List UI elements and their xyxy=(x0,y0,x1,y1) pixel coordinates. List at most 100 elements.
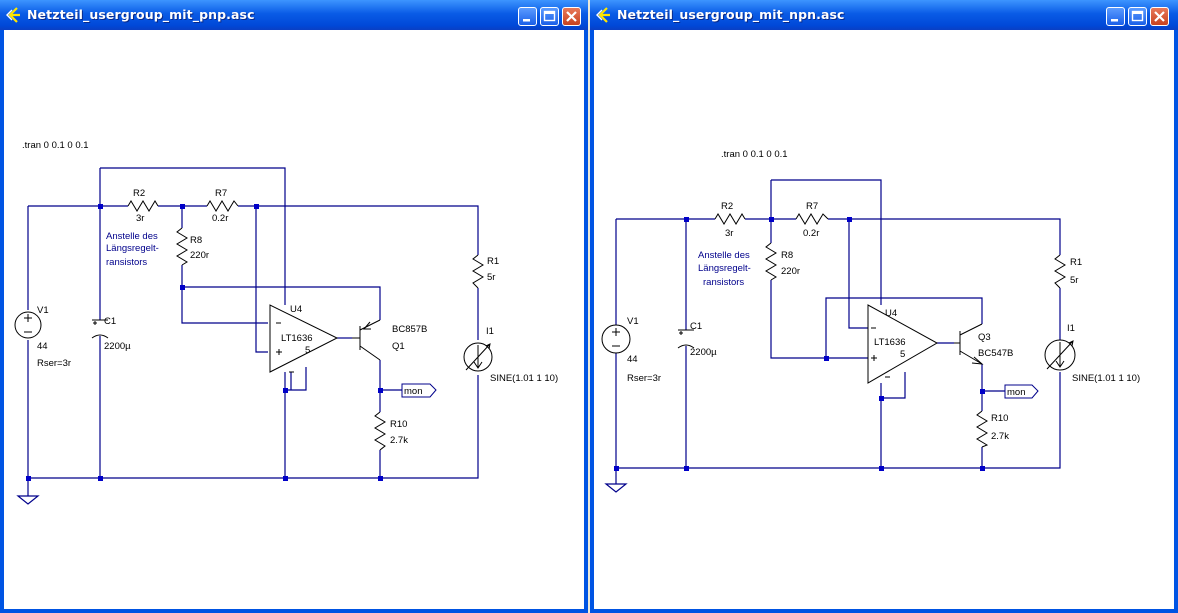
i1-value: SINE(1.01 1 10) xyxy=(490,373,558,384)
u4-model: LT1636 xyxy=(281,333,313,344)
maximize-button[interactable] xyxy=(1128,7,1147,26)
q3-name: Q3 xyxy=(978,332,991,343)
u4-name: U4 xyxy=(885,308,897,319)
close-button[interactable] xyxy=(562,7,581,26)
ground-icon xyxy=(16,495,40,505)
note-line-1: Anstelle des xyxy=(698,250,750,261)
resistor-r10[interactable] xyxy=(374,411,386,451)
resistor-r7[interactable] xyxy=(795,213,829,225)
r1-name: R1 xyxy=(487,256,499,267)
r8-name: R8 xyxy=(781,250,793,261)
resistor-r1[interactable] xyxy=(1054,254,1066,289)
schematic-window-pnp: Netzteil_usergroup_mit_pnp.asc xyxy=(0,0,588,613)
current-source-i1[interactable] xyxy=(463,342,493,372)
r1-value: 5r xyxy=(487,272,495,283)
c1-name: C1 xyxy=(104,316,116,327)
v1-rser: Rser=3r xyxy=(37,358,71,369)
opamp-u4[interactable] xyxy=(269,304,339,373)
minimize-button[interactable] xyxy=(1106,7,1125,26)
q3-model: BC547B xyxy=(978,348,1013,359)
spice-directive[interactable]: .tran 0 0.1 0 0.1 xyxy=(22,140,89,151)
r2-name: R2 xyxy=(721,201,733,212)
capacitor-c1[interactable] xyxy=(91,319,109,339)
voltage-source-v1[interactable] xyxy=(601,324,631,354)
r8-value: 220r xyxy=(190,250,209,261)
schematic-window-npn: Netzteil_usergroup_mit_npn.asc xyxy=(590,0,1178,613)
resistor-r7[interactable] xyxy=(206,200,239,212)
r1-value: 5r xyxy=(1070,275,1078,286)
note-line-2: Längsregelt- xyxy=(698,263,751,274)
schematic-diagram[interactable]: .tran 0 0.1 0 0.1 R2 3r R7 0.2r Anstelle… xyxy=(594,30,1174,609)
mon-label-text: mon xyxy=(404,386,422,397)
v1-name: V1 xyxy=(37,305,49,316)
i1-name: I1 xyxy=(486,326,494,337)
close-icon xyxy=(566,11,577,22)
v1-value: 44 xyxy=(37,341,48,352)
title-bar[interactable]: Netzteil_usergroup_mit_pnp.asc xyxy=(0,0,588,30)
transistor-q1[interactable] xyxy=(352,319,381,361)
r7-name: R7 xyxy=(806,201,818,212)
c1-value: 2200µ xyxy=(690,347,717,358)
window-title: Netzteil_usergroup_mit_pnp.asc xyxy=(27,7,255,22)
r7-value: 0.2r xyxy=(803,228,819,239)
current-source-i1[interactable] xyxy=(1044,339,1076,371)
r10-name: R10 xyxy=(991,413,1008,424)
ltspice-app-icon xyxy=(6,7,20,23)
q1-name: Q1 xyxy=(392,341,405,352)
r2-name: R2 xyxy=(133,188,145,199)
r2-value: 3r xyxy=(136,213,144,224)
transistor-q3[interactable] xyxy=(954,323,984,365)
u4-pin: 5 xyxy=(305,345,310,356)
title-bar[interactable]: Netzteil_usergroup_mit_npn.asc xyxy=(590,0,1178,30)
window-title: Netzteil_usergroup_mit_npn.asc xyxy=(617,7,845,22)
i1-value: SINE(1.01 1 10) xyxy=(1072,373,1140,384)
u4-model: LT1636 xyxy=(874,337,906,348)
r7-name: R7 xyxy=(215,188,227,199)
minimize-icon xyxy=(1111,19,1118,22)
r1-name: R1 xyxy=(1070,257,1082,268)
wires xyxy=(27,167,479,496)
resistor-r1[interactable] xyxy=(472,254,484,289)
r10-value: 2.7k xyxy=(991,431,1009,442)
resistor-r8[interactable] xyxy=(765,242,777,281)
resistor-r8[interactable] xyxy=(176,227,188,266)
resistor-r2[interactable] xyxy=(127,200,159,212)
r10-name: R10 xyxy=(390,419,407,430)
maximize-button[interactable] xyxy=(540,7,559,26)
junctions xyxy=(614,217,985,471)
schematic-diagram[interactable]: .tran 0 0.1 0 0.1 R2 3r R7 0.2r Anstelle… xyxy=(4,30,584,609)
junctions xyxy=(26,204,383,481)
v1-rser: Rser=3r xyxy=(627,373,661,384)
r8-value: 220r xyxy=(781,266,800,277)
r8-name: R8 xyxy=(190,235,202,246)
q1-model: BC857B xyxy=(392,324,427,335)
net-label-mon[interactable] xyxy=(401,383,437,398)
resistor-r2[interactable] xyxy=(714,213,746,225)
note-line-1: Anstelle des xyxy=(106,231,158,242)
wires xyxy=(615,179,1061,484)
u4-name: U4 xyxy=(290,304,302,315)
note-line-3: ransistors xyxy=(106,257,147,268)
capacitor-c1[interactable] xyxy=(677,329,695,349)
net-label-mon[interactable] xyxy=(1004,384,1039,399)
minimize-icon xyxy=(523,19,530,22)
r10-value: 2.7k xyxy=(390,435,408,446)
voltage-source-v1[interactable] xyxy=(14,311,42,339)
opamp-u4[interactable] xyxy=(867,304,939,384)
ground-icon xyxy=(604,483,628,493)
r7-value: 0.2r xyxy=(212,213,228,224)
c1-name: C1 xyxy=(690,321,702,332)
resistor-r10[interactable] xyxy=(976,410,989,448)
close-button[interactable] xyxy=(1150,7,1169,26)
spice-directive[interactable]: .tran 0 0.1 0 0.1 xyxy=(721,149,788,160)
minimize-button[interactable] xyxy=(518,7,537,26)
r2-value: 3r xyxy=(725,228,733,239)
v1-name: V1 xyxy=(627,316,639,327)
u4-pin: 5 xyxy=(900,349,905,360)
mon-label-text: mon xyxy=(1007,387,1025,398)
v1-value: 44 xyxy=(627,354,638,365)
maximize-icon xyxy=(543,10,556,22)
schematic-canvas[interactable]: .tran 0 0.1 0 0.1 R2 3r R7 0.2r Anstelle… xyxy=(4,30,584,609)
schematic-canvas[interactable]: .tran 0 0.1 0 0.1 R2 3r R7 0.2r Anstelle… xyxy=(594,30,1174,609)
close-icon xyxy=(1154,11,1165,22)
